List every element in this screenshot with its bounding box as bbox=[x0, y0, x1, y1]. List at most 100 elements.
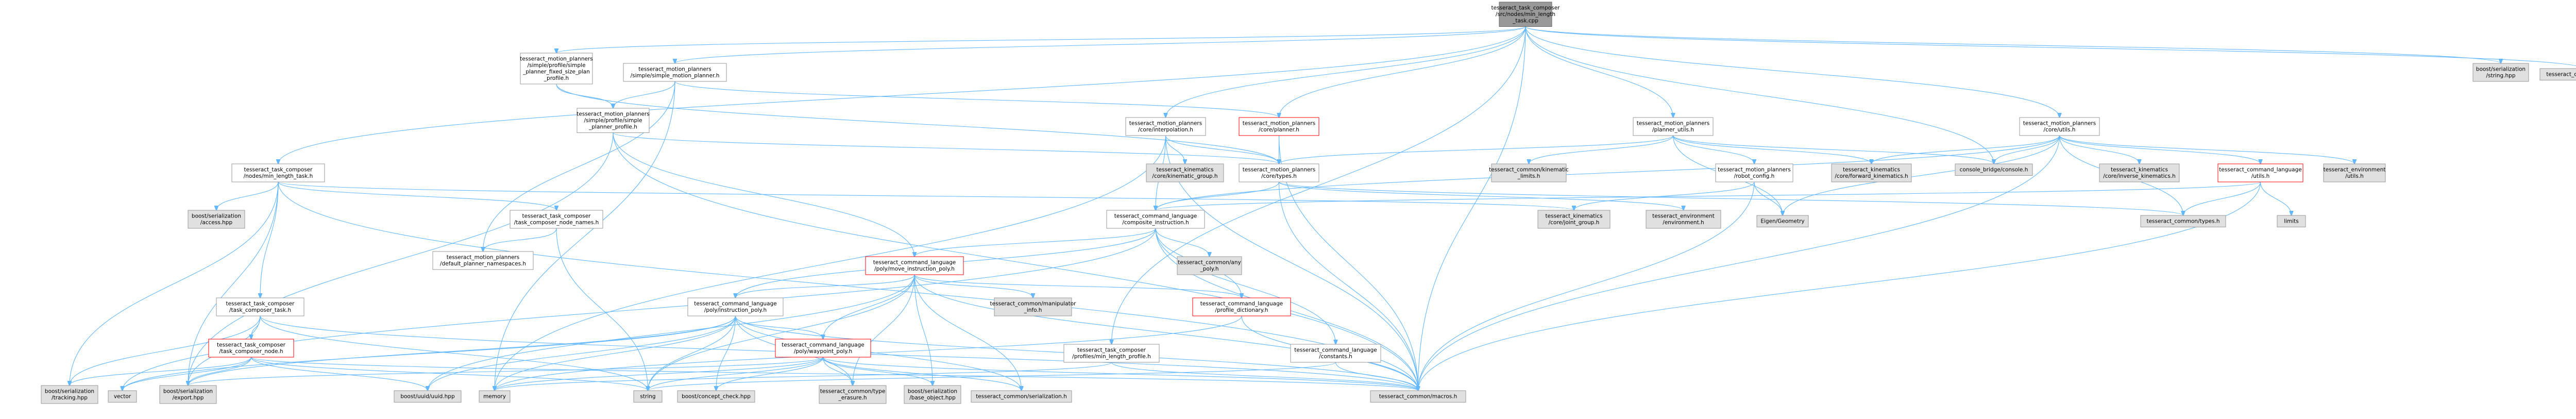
node-box bbox=[41, 385, 98, 404]
node-box bbox=[677, 390, 755, 403]
node-cmd-utils[interactable]: tesseract_command_language/utils.h bbox=[2217, 163, 2303, 182]
node-boost-ser-string[interactable]: boost/serialization/string.hpp bbox=[2472, 63, 2529, 82]
node-tc-task-composer-task[interactable]: tesseract_task_composer/task_composer_ta… bbox=[216, 297, 304, 316]
node-mp-simple-motion-planner[interactable]: tesseract_motion_planners/simple/simple_… bbox=[623, 63, 727, 82]
edge-mp-simple-motion-planner-to-mp-default-namespaces bbox=[483, 81, 675, 252]
node-boost-ser-export[interactable]: boost/serialization/export.hpp bbox=[159, 385, 217, 404]
node-common-kinematic-limits[interactable]: tesseract_common/kinematic_limits.h bbox=[1489, 163, 1569, 182]
node-label-line: _erasure.h bbox=[838, 395, 867, 401]
node-label-line: console_bridge/console.h bbox=[1960, 167, 2028, 173]
node-env-utils[interactable]: tesseract_environment/utils.h bbox=[2323, 163, 2386, 182]
node-label-line: /nodes/min_length_task.h bbox=[244, 173, 313, 179]
node-mp-simple-fixed[interactable]: tesseract_motion_planners/simple/profile… bbox=[520, 53, 593, 85]
edge-mp-robot-config-to-eigen-geometry bbox=[1754, 181, 1783, 215]
edge-root-to-mp-core-planner bbox=[1279, 26, 1526, 118]
node-kin-joint-group[interactable]: tesseract_kinematics/core/joint_group.h bbox=[1537, 210, 1611, 229]
node-cmd-waypoint-poly[interactable]: tesseract_command_language/poly/waypoint… bbox=[775, 339, 871, 358]
node-root[interactable]: tesseract_task_composer/src/nodes/min_le… bbox=[1492, 2, 1561, 27]
node-label-line: tesseract_kinematics bbox=[1546, 213, 1603, 220]
node-eigen-geometry[interactable]: Eigen/Geometry bbox=[1756, 215, 1809, 227]
node-mp-planner-utils[interactable]: tesseract_motion_planners/planner_utils.… bbox=[1633, 117, 1714, 136]
node-boost-ser-tracking[interactable]: boost/serialization/tracking.hpp bbox=[41, 385, 98, 404]
node-box bbox=[1146, 163, 1224, 182]
edge-mp-simple-motion-planner-to-mp-simple-planner-profile bbox=[613, 81, 675, 108]
node-string[interactable]: string bbox=[633, 390, 663, 403]
node-box bbox=[1239, 117, 1319, 136]
edge-cmd-move-instruction-poly-to-cmd-waypoint-poly bbox=[823, 274, 915, 339]
node-label-line: /core/inverse_kinematics.h bbox=[2103, 173, 2176, 179]
node-tc-min-length-task[interactable]: tesseract_task_composer/nodes/min_length… bbox=[231, 163, 325, 182]
node-label-line: vector bbox=[114, 394, 131, 400]
node-boost-concept-check[interactable]: boost/concept_check.hpp bbox=[677, 390, 755, 403]
node-label-line: /utils.h bbox=[2345, 173, 2364, 179]
node-label-line: /simple/simple_motion_planner.h bbox=[631, 73, 720, 79]
node-console-bridge[interactable]: console_bridge/console.h bbox=[1955, 163, 2033, 176]
node-mp-core-types[interactable]: tesseract_motion_planners/core/types.h bbox=[1239, 163, 1319, 182]
edge-mp-planner-utils-to-kin-forward bbox=[1672, 135, 1872, 164]
edge-mp-core-utils-to-kin-inverse bbox=[2059, 135, 2140, 164]
node-limits[interactable]: limits bbox=[2277, 215, 2306, 227]
nodes-layer: tesseract_task_composer/src/nodes/min_le… bbox=[41, 2, 2576, 404]
node-label-line: tesseract_motion_planners bbox=[1718, 167, 1790, 173]
node-common-timer[interactable]: tesseract_common/timer.h bbox=[2539, 68, 2576, 80]
edge-tc-node-names-to-mp-default-namespaces bbox=[483, 228, 557, 252]
edge-tc-min-length-task-to-tc-node-names bbox=[278, 181, 556, 210]
edge-cmd-waypoint-poly-to-memory bbox=[495, 357, 824, 391]
node-common-serialization[interactable]: tesseract_common/serialization.h bbox=[971, 390, 1072, 403]
edge-cmd-move-instruction-poly-to-cmd-profile-dictionary bbox=[914, 274, 1242, 298]
node-label-line: /utils.h bbox=[2251, 173, 2270, 179]
edge-cmd-instruction-poly-to-vector bbox=[123, 315, 736, 391]
node-label-line: /simple/profile/simple bbox=[527, 62, 585, 69]
node-common-type-erasure[interactable]: tesseract_common/type_erasure.h bbox=[819, 385, 887, 404]
node-memory[interactable]: memory bbox=[479, 390, 511, 403]
node-common-macros[interactable]: tesseract_common/macros.h bbox=[1370, 390, 1466, 403]
node-mp-simple-planner-profile[interactable]: tesseract_motion_planners/simple/profile… bbox=[577, 108, 650, 133]
node-boost-ser-base-object[interactable]: boost/serialization/base_object.hpp bbox=[904, 385, 961, 404]
node-kin-inverse[interactable]: tesseract_kinematics/core/inverse_kinema… bbox=[2099, 163, 2180, 182]
node-cmd-instruction-poly[interactable]: tesseract_command_language/poly/instruct… bbox=[687, 297, 784, 316]
node-box bbox=[2472, 63, 2529, 82]
node-mp-default-namespaces[interactable]: tesseract_motion_planners/default_planne… bbox=[432, 251, 534, 270]
node-box bbox=[687, 297, 784, 316]
node-tc-node-names[interactable]: tesseract_task_composer/task_composer_no… bbox=[510, 210, 603, 229]
node-mp-core-utils[interactable]: tesseract_motion_planners/core/utils.h bbox=[2019, 117, 2100, 136]
node-label-line: tesseract_task_composer bbox=[217, 342, 286, 348]
node-mp-core-interpolation[interactable]: tesseract_motion_planners/core/interpola… bbox=[1125, 117, 1206, 136]
node-box bbox=[1370, 390, 1466, 403]
node-label-line: tesseract_command_language bbox=[1294, 347, 1377, 354]
node-common-manipulator-info[interactable]: tesseract_common/manipulator_info.h bbox=[990, 297, 1077, 316]
edge-mp-core-interpolation-to-kin-kinematic-group bbox=[1165, 135, 1185, 164]
node-env-environment[interactable]: tesseract_environment/environment.h bbox=[1646, 210, 1721, 229]
node-box bbox=[577, 108, 650, 133]
edge-cmd-move-instruction-poly-to-common-type-erasure bbox=[853, 274, 915, 386]
node-mp-core-planner[interactable]: tesseract_motion_planners/core/planner.h bbox=[1239, 117, 1319, 136]
edge-tc-task-composer-node-to-boost-uuid bbox=[250, 357, 428, 391]
node-label-line: tesseract_common/macros.h bbox=[1379, 394, 1458, 400]
node-boost-ser-access[interactable]: boost/serialization/access.hpp bbox=[188, 210, 245, 229]
node-common-any-poly[interactable]: tesseract_common/any_poly.h bbox=[1177, 256, 1242, 275]
node-label-line: tesseract_task_composer bbox=[522, 213, 591, 220]
edge-mp-robot-config-to-kin-joint-group bbox=[1574, 181, 1755, 210]
node-box bbox=[2099, 163, 2180, 182]
node-mp-robot-config[interactable]: tesseract_motion_planners/robot_config.h bbox=[1715, 163, 1793, 182]
node-common-types[interactable]: tesseract_common/types.h bbox=[2140, 215, 2226, 227]
edge-cmd-composite-instruction-to-vector bbox=[123, 228, 1156, 391]
node-tc-profiles-min-length[interactable]: tesseract_task_composer/profiles/min_len… bbox=[1063, 344, 1160, 363]
edge-root-to-mp-simple-motion-planner bbox=[675, 26, 1526, 64]
edge-mp-core-utils-to-common-macros bbox=[1418, 135, 2060, 391]
node-box bbox=[510, 210, 603, 229]
node-kin-kinematic-group[interactable]: tesseract_kinematics/core/kinematic_grou… bbox=[1146, 163, 1224, 182]
node-cmd-constants[interactable]: tesseract_command_language/constants.h bbox=[1290, 344, 1381, 363]
node-cmd-move-instruction-poly[interactable]: tesseract_command_language/poly/move_ins… bbox=[865, 256, 964, 275]
edge-mp-simple-planner-profile-to-boost-ser-export bbox=[188, 132, 614, 386]
node-tc-task-composer-node[interactable]: tesseract_task_composer/task_composer_no… bbox=[208, 339, 294, 358]
edge-cmd-waypoint-poly-to-boost-concept-check bbox=[716, 357, 824, 391]
node-vector[interactable]: vector bbox=[108, 390, 137, 403]
node-cmd-composite-instruction[interactable]: tesseract_command_language/composite_ins… bbox=[1106, 210, 1205, 229]
node-box bbox=[1646, 210, 1721, 229]
edge-mp-planner-utils-to-mp-robot-config bbox=[1672, 135, 1755, 164]
node-cmd-profile-dictionary[interactable]: tesseract_command_language/profile_dicti… bbox=[1192, 297, 1291, 316]
node-kin-forward[interactable]: tesseract_kinematics/core/forward_kinema… bbox=[1831, 163, 1912, 182]
node-boost-uuid[interactable]: boost/uuid/uuid.hpp bbox=[394, 390, 462, 403]
edge-cmd-instruction-poly-to-boost-ser-export bbox=[188, 315, 736, 386]
